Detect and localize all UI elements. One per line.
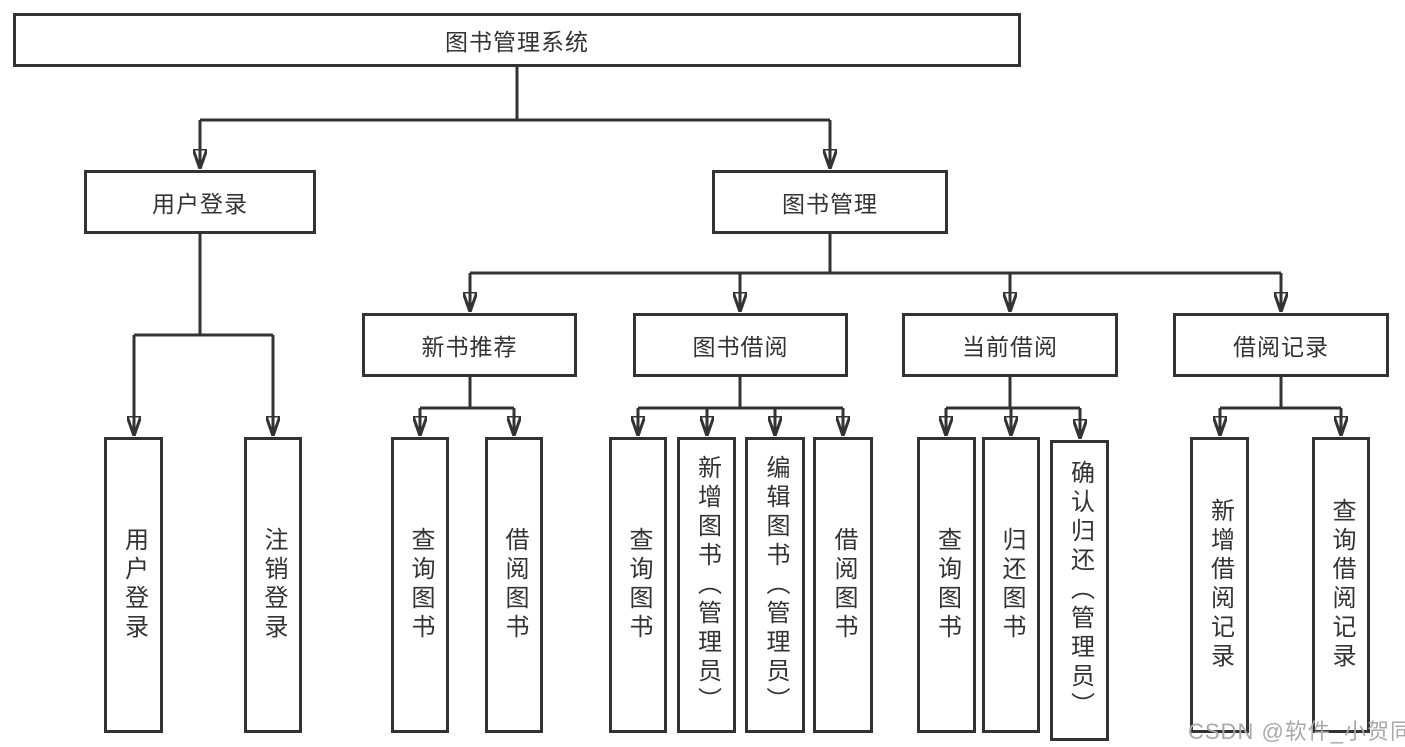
connector-book-mgmt-trunk bbox=[470, 234, 1281, 275]
leaf-bb-add-books-admin: 新增图书（管理员） bbox=[677, 437, 736, 733]
node-label: 注销登录 bbox=[260, 527, 287, 643]
node-label: 借阅图书 bbox=[501, 527, 528, 643]
csdn-watermark: CSDN @软件_小贺同学 bbox=[1188, 719, 1405, 744]
leaf-bb-query-books: 查询图书 bbox=[609, 437, 667, 733]
node-label: 图书借阅 bbox=[692, 334, 789, 360]
leaf-bb-borrow-books: 借阅图书 bbox=[813, 437, 873, 733]
node-label: 新增借阅记录 bbox=[1206, 498, 1234, 672]
leaf-nb-borrow-books: 借阅图书 bbox=[485, 437, 543, 733]
node-label: 借阅记录 bbox=[1233, 334, 1329, 360]
leaf-logout: 注销登录 bbox=[244, 437, 302, 733]
node-label: 借阅图书 bbox=[830, 527, 857, 643]
leaf-user-login: 用户登录 bbox=[104, 437, 163, 733]
node-user-login: 用户登录 bbox=[84, 170, 316, 234]
leaf-rec-query-record: 查询借阅记录 bbox=[1312, 437, 1370, 733]
node-label: 查询借阅记录 bbox=[1328, 498, 1355, 672]
connector-records-trunk bbox=[1220, 377, 1341, 410]
leaf-nb-query-books: 查询图书 bbox=[391, 437, 449, 733]
leaf-rec-add-record: 新增借阅记录 bbox=[1190, 437, 1249, 733]
node-label: 新增图书（管理员） bbox=[693, 454, 721, 716]
node-label: 编辑图书（管理员） bbox=[762, 454, 789, 716]
node-label: 查询图书 bbox=[625, 527, 652, 643]
node-label: 当前借阅 bbox=[962, 334, 1058, 360]
connector-user-login-trunk bbox=[134, 234, 273, 337]
node-book-borrowing: 图书借阅 bbox=[633, 313, 848, 377]
node-label: 图书管理系统 bbox=[445, 29, 589, 55]
node-label: 图书管理 bbox=[782, 191, 878, 217]
node-label: 查询图书 bbox=[407, 527, 434, 643]
node-library-system: 图书管理系统 bbox=[13, 13, 1021, 67]
node-new-book-recommend: 新书推荐 bbox=[362, 313, 577, 377]
node-label: 归还图书 bbox=[998, 527, 1025, 643]
node-label: 新书推荐 bbox=[421, 334, 518, 360]
node-current-borrowing: 当前借阅 bbox=[902, 313, 1118, 377]
connector-root-trunk bbox=[200, 67, 830, 122]
leaf-cb-confirm-return-admin: 确认归还（管理员） bbox=[1050, 440, 1109, 741]
node-label: 用户登录 bbox=[152, 191, 248, 217]
leaf-cb-query-books: 查询图书 bbox=[917, 437, 976, 733]
node-label: 确认归还（管理员） bbox=[1066, 460, 1094, 721]
connector-new-book-trunk bbox=[420, 377, 514, 410]
leaf-bb-edit-books-admin: 编辑图书（管理员） bbox=[745, 437, 805, 733]
node-label: 用户登录 bbox=[120, 527, 148, 643]
connector-current-trunk bbox=[946, 377, 1080, 410]
node-book-management: 图书管理 bbox=[712, 170, 948, 234]
node-label: 查询图书 bbox=[933, 527, 961, 643]
leaf-cb-return-books: 归还图书 bbox=[982, 437, 1040, 733]
connector-borrowing-trunk bbox=[638, 377, 843, 410]
node-borrowing-records: 借阅记录 bbox=[1173, 313, 1389, 377]
